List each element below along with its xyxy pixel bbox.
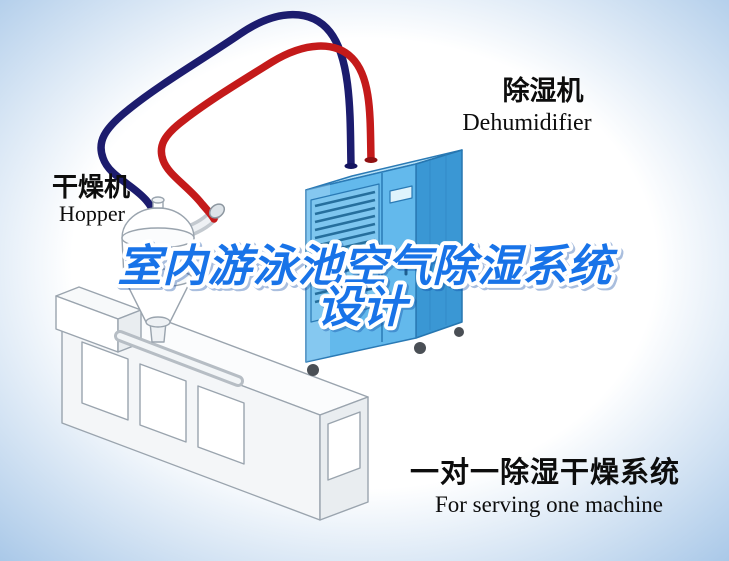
extruder-barrel-highlight [117,333,241,384]
main-title-line2: 设计 [317,283,411,332]
machine-panel [197,385,245,465]
caster-wheel [454,327,464,337]
caster-wheel [414,342,426,354]
hopper-cap [151,196,165,204]
system-label-zh: 一对一除湿干燥系统 [410,455,680,489]
hopper-cone-outlet [145,316,171,328]
hopper-rim [121,227,195,249]
machine-panel [327,411,361,481]
dehumidifier-label-zh: 除湿机 [503,75,584,106]
hopper-assembly [121,196,226,328]
pipe-collar [344,163,358,169]
elbow-duct-opening [208,203,226,219]
caster-wheel [307,364,319,376]
supply-air-pipe [157,42,375,223]
hopper-label-zh: 干燥机 [52,172,130,202]
hopper-label-en: Hopper [59,201,126,226]
machine-panel [139,363,187,443]
dehumidifier-unit [305,149,464,376]
hopper-machine-drawing [55,206,369,521]
vent-grille [310,183,380,323]
hopper-lower-rim [123,268,193,288]
return-air-pipe [97,10,355,222]
control-display [389,185,413,204]
pipe-collar [364,157,378,163]
main-title-line1: 室内游泳池空气除湿系统 [118,242,619,291]
machine-panel [81,341,129,421]
system-label-en: For serving one machine [435,492,663,517]
dehumidifier-label-en: Dehumidifier [462,110,591,136]
pipes [97,10,378,223]
